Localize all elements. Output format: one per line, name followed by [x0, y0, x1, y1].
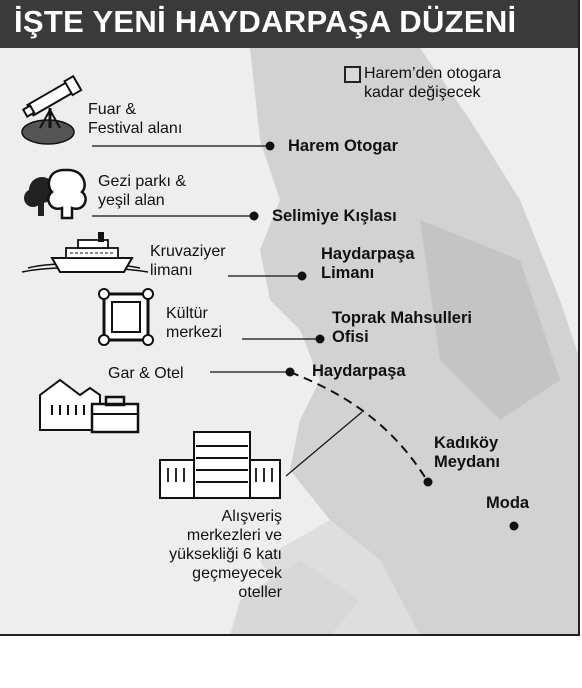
label-fuar: Fuar & Festival alanı [88, 101, 183, 137]
label-gezi: Gezi parkı & yeşil alan [98, 173, 187, 209]
label-kultur: Kültür merkezi [166, 305, 223, 341]
place-toprak: Toprak Mahsulleri Ofisi [332, 309, 472, 346]
place-moda: Moda [486, 494, 530, 512]
title-banner: İŞTE YENİ HAYDARPAŞA DÜZENİ [0, 0, 580, 48]
place-haydarpasa: Haydarpaşa [312, 362, 406, 380]
label-alisveris: Alışveriş merkezleri ve yüksekliği 6 kat… [169, 508, 282, 601]
picture-frame-icon [98, 288, 154, 346]
telescope-icon [21, 74, 83, 145]
dot-limani [297, 271, 307, 281]
place-selimiye: Selimiye Kışlası [272, 207, 397, 225]
route-dashed-line [289, 371, 429, 483]
dot-haydarpasa [285, 367, 295, 377]
dot-harem [265, 141, 275, 151]
leader-line-alisveris [285, 411, 363, 477]
tree-icon [24, 168, 87, 220]
land-area-shore [230, 560, 360, 636]
place-limani: Haydarpaşa Limanı [321, 245, 415, 282]
label-kruvaziyer: Kruvaziyer limanı [150, 243, 226, 279]
suitcase-icon [90, 395, 140, 434]
label-gar: Gar & Otel [108, 365, 184, 382]
mall-buildings-icon [159, 431, 281, 499]
infographic-title: İŞTE YENİ HAYDARPAŞA DÜZENİ [14, 4, 517, 39]
legend-swatch [344, 66, 361, 83]
legend-text: Harem’den otogara kadar değişecek [364, 65, 501, 101]
cruise-ship-icon [21, 232, 149, 273]
land-area-dark [420, 220, 560, 420]
place-kadikoy: Kadıköy Meydanı [434, 434, 501, 471]
map-layer [21, 48, 580, 636]
dot-toprak [315, 334, 325, 344]
place-harem: Harem Otogar [288, 137, 399, 155]
infographic-panel: İŞTE YENİ HAYDARPAŞA DÜZENİ Harem’den ot… [0, 0, 580, 636]
dot-kadikoy [423, 477, 433, 487]
dot-selimiye [249, 211, 259, 221]
dot-moda [509, 521, 519, 531]
station-building-icon [39, 378, 101, 431]
land-area [250, 48, 580, 636]
